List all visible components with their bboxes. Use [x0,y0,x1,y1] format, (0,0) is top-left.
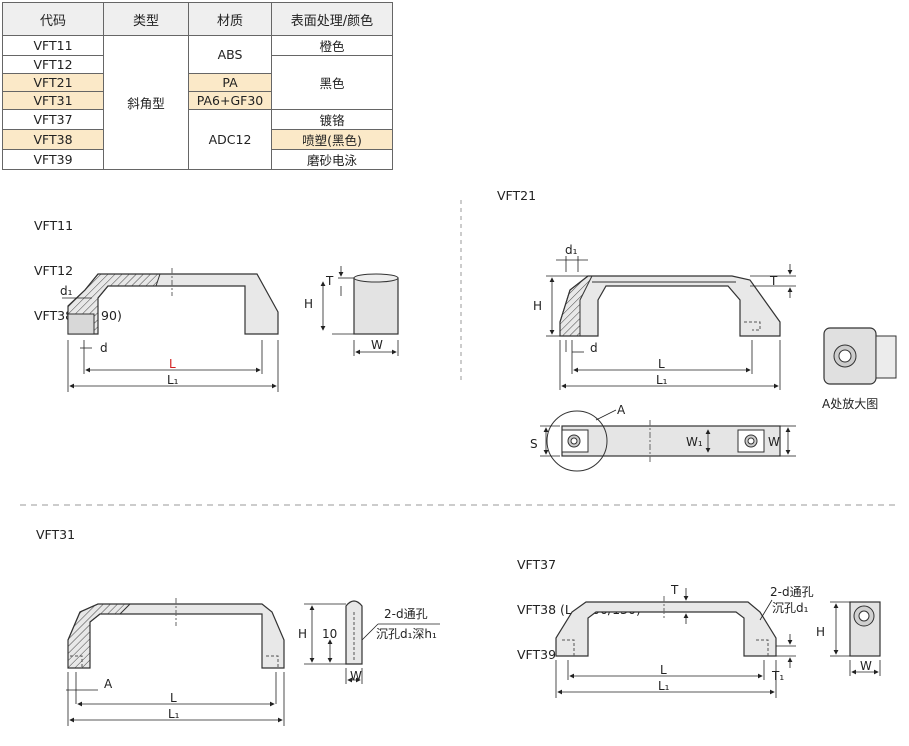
dim-T: T [670,583,679,597]
dim-W: W [860,659,872,673]
finish-cell: 镀铬 [271,109,393,130]
panel-d-handle-side [849,601,881,657]
note-counterbore: 沉孔d₁ [772,601,809,615]
panel-c-dimensions [66,603,440,726]
note-through-hole: 2-d通孔 [770,585,814,599]
panel-d-handle-front [555,596,777,657]
panel-b-dimensions [546,256,796,390]
dim-L: L [658,357,665,371]
material-cell: ADC12 [188,109,272,170]
dim-d1: d₁ [60,284,73,298]
detail-a-view [823,327,897,385]
dim-H: H [816,625,825,639]
dim-W: W [371,338,383,352]
panel-b-title: VFT21 [497,188,537,203]
spec-table: 代码 类型 材质 表面处理/颜色 VFT11 斜角型 ABS 橙色 VFT12 … [2,2,393,170]
panel-a-dimensions [62,266,399,392]
table-row: VFT37 ADC12 镀铬 [2,109,393,170]
panel-a-label: VFT11 VFT12 VFT38 (L : 90) [34,188,122,338]
code-cell: VFT11 [2,35,104,56]
panel-d-dimensions [555,588,881,698]
dim-d: d [100,341,108,355]
dim-S: S [530,437,538,451]
dim-L: L [170,691,177,705]
dim-A: A [617,403,626,417]
code-cell: VFT21 [2,73,104,92]
panel-a-line: VFT12 [34,263,74,278]
dim-L: L [169,357,176,371]
note-through-hole: 2-d通孔 [384,607,428,621]
dim-W: W [768,435,780,449]
code-cell: VFT39 [2,149,104,170]
code-cell: VFT12 [2,55,104,74]
panel-c-handle-front [67,598,285,669]
note-counterbore: 沉孔d₁深h₁ [376,627,437,641]
dim-A: A [104,677,113,691]
panel-c-handle-side [345,600,363,665]
panel-b-top-dimensions [540,409,796,457]
table-header-row: 代码 类型 材质 表面处理/颜色 [2,2,393,36]
dim-L1: L₁ [658,679,670,693]
dim-T1: T₁ [771,669,784,683]
dim-H: H [304,297,313,311]
header-code: 代码 [2,2,104,36]
dim-T: T [325,274,334,288]
dim-L1: L₁ [656,373,668,387]
table-row: VFT38 喷塑(黑色) [2,129,393,150]
detail-a-caption: A处放大图 [822,396,878,411]
dim-T: T [769,274,778,288]
finish-cell: 黑色 [271,55,393,110]
dim-L1: L₁ [167,373,179,387]
dim-d1: d₁ [565,243,578,257]
finish-cell: 喷塑(黑色) [271,129,393,150]
finish-cell: 磨砂电泳 [271,149,393,170]
dim-d: d [590,341,598,355]
header-finish: 表面处理/颜色 [271,2,393,36]
panel-a-handle-side [353,273,399,335]
code-cell: VFT37 [2,109,104,130]
dim-H: H [298,627,307,641]
code-cell: VFT38 [2,129,104,150]
material-cell: PA6+GF30 [188,91,272,110]
table-row: VFT31 PA6+GF30 [2,91,393,110]
table-row: VFT11 斜角型 ABS 橙色 [2,35,393,170]
panel-a-line: VFT11 [34,218,74,233]
table-row: VFT12 黑色 [2,55,393,110]
dim-10: 10 [322,627,337,641]
dim-H: H [533,299,542,313]
panel-a-handle-front [67,268,279,335]
dim-L: L [660,663,667,677]
panel-b-handle-top [546,410,781,472]
dim-L1: L₁ [168,707,180,721]
dim-W1: W₁ [686,435,703,449]
panel-d-line: VFT39 [517,647,557,662]
panel-c-title: VFT31 [36,527,76,542]
panel-b-handle-front [559,275,781,337]
table-row: VFT39 磨砂电泳 [2,149,393,170]
dim-W: W [350,669,362,683]
panel-d-line: VFT37 [517,557,557,572]
